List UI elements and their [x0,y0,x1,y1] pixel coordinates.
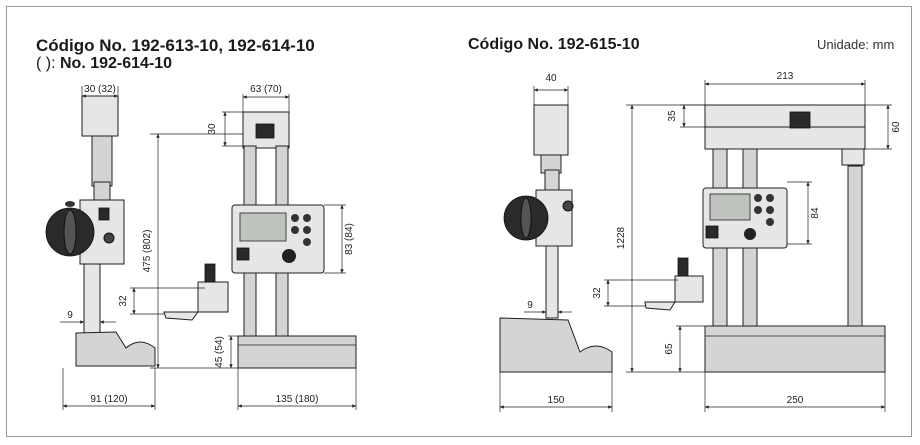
left-side-head [81,95,119,137]
right-title: Código No. 192-615-10 [468,36,640,53]
dim-left-scriber-offset: 32 [118,295,129,307]
drawing-frame [6,6,912,437]
dim-left-base-width: 135 (180) [276,394,319,405]
dim-right-scriber-offset: 32 [592,287,603,299]
right-dimension-lines [499,80,892,412]
dim-left-body-height: 83 (84) [344,223,355,255]
left-side-column [83,261,101,335]
dim-right-body-height: 84 [810,207,821,219]
right-front-column-3 [847,165,863,327]
dim-left-tip: 9 [67,310,73,321]
dim-left-head-width: 63 (70) [250,84,282,95]
left-dimension-lines [60,86,357,410]
dim-right-base-depth: 150 [548,395,565,406]
right-front-head-clamp [789,111,811,129]
dim-right-base-height: 65 [664,343,675,355]
dim-right-head-left-height: 35 [667,110,678,122]
right-front-view [644,104,886,373]
right-side-upper-rod [544,169,560,191]
dim-right-base-width: 250 [787,395,804,406]
left-subtitle-prefix: ( ): [36,55,60,72]
right-front-top-beam [704,104,866,128]
dim-right-tip: 9 [527,300,533,311]
left-front-view [163,111,357,369]
left-front-head-clamp [255,123,275,139]
left-side-base [75,331,156,367]
left-front-display [239,212,287,242]
right-front-base [704,325,886,373]
left-title: Código No. 192-613-10, 192-614-10 [36,36,315,55]
right-front-scriber [644,275,704,311]
right-side-head [533,104,569,156]
dim-left-base-height: 45 (54) [214,336,225,368]
right-side-view [499,104,613,373]
left-front-feed-knob [282,249,296,263]
left-subtitle-model: No. 192-614-10 [60,55,173,72]
right-side-column [545,245,559,319]
dim-left-head-height: 30 [207,123,218,135]
dim-right-total-height: 1228 [616,226,627,249]
dim-left-top-width: 30 (32) [84,84,116,95]
left-front-base [237,335,357,369]
right-front-display [709,193,751,221]
unit-label: Unidade: mm [817,37,895,52]
dim-right-head-width: 213 [777,71,794,82]
dim-right-top-width: 40 [545,73,557,84]
left-front-scriber [163,281,229,321]
dim-right-head-right-height: 60 [891,121,902,133]
left-side-view [45,95,156,367]
dim-left-total-height: 475 (802) [142,230,153,273]
dim-left-base-depth: 91 (120) [90,394,127,405]
right-side-base [499,317,613,373]
right-front-feed-knob [744,228,756,240]
left-side-upper-rod [91,133,113,187]
left-subtitle: ( ): No. 192-614-10 [36,55,172,73]
